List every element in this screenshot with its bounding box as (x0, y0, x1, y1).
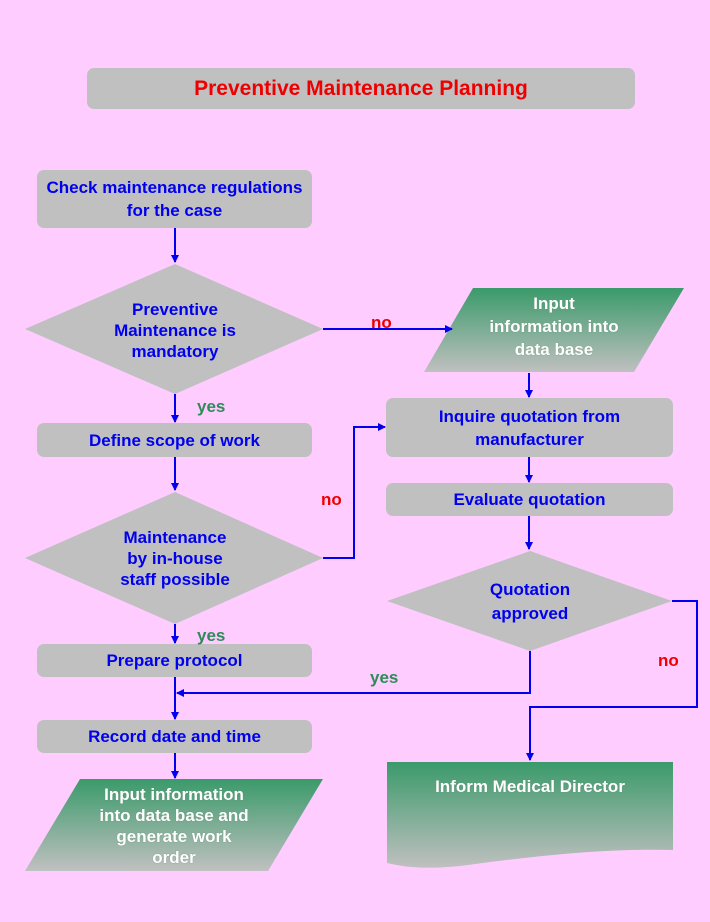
decision-line: Maintenance is (114, 321, 236, 340)
decision-line: Quotation (489, 580, 571, 599)
step-check-regulations: Check maintenance regulations for the ca… (37, 170, 312, 228)
decision-line: Maintenance (123, 528, 227, 547)
io-line: Input information (104, 785, 244, 804)
decision-pm-mandatory-text: Preventive Maintenance is mandatory (75, 299, 275, 362)
decision-inhouse-text: Maintenance by in-house staff possible (75, 527, 275, 590)
decision-quotation-approved-text: Quotation approved (430, 578, 630, 626)
decision-line: approved (491, 604, 569, 623)
branch-label-no: no (658, 651, 679, 670)
io-line: order (152, 848, 196, 867)
connector (323, 423, 386, 559)
decision-pm-mandatory-shape (25, 264, 323, 394)
io-generate-order-shape (25, 779, 323, 871)
io-line: data base (514, 340, 594, 359)
document-inform-director-text: Inform Medical Director (435, 777, 625, 796)
io-input-db-text: Input information into data base (454, 292, 654, 361)
io-line: Input (533, 294, 575, 313)
connector (176, 651, 531, 697)
step-inquire-quotation: Inquire quotation from manufacturer (386, 398, 673, 457)
step-inquire-quotation-line1: Inquire quotation from (438, 406, 621, 426)
decision-line: mandatory (131, 342, 219, 361)
decision-inhouse-shape (25, 492, 323, 624)
step-prepare-protocol: Prepare protocol (37, 644, 312, 677)
io-input-db-shape (424, 288, 684, 372)
decision-line: by in-house (127, 549, 223, 568)
io-line: information into (489, 317, 619, 336)
branch-label-yes: yes (197, 397, 226, 416)
step-inquire-quotation-line2: manufacturer (475, 429, 584, 449)
document-inform-director-shape (387, 762, 673, 868)
step-record-datetime: Record date and time (37, 720, 312, 753)
io-line: generate work (116, 827, 232, 846)
io-line: into data base and (99, 806, 249, 825)
step-evaluate-quotation: Evaluate quotation (386, 483, 673, 516)
branch-label-no: no (321, 490, 342, 509)
step-define-scope: Define scope of work (37, 423, 312, 457)
decision-line: Preventive (132, 300, 218, 319)
branch-label-yes: yes (197, 626, 226, 645)
decision-quotation-approved-shape (387, 551, 672, 651)
branch-label-no: no (371, 313, 392, 332)
connector (526, 600, 698, 761)
page-title: Preventive Maintenance Planning (87, 68, 635, 109)
decision-line: staff possible (120, 570, 230, 589)
branch-label-yes: yes (370, 668, 399, 687)
io-generate-order-text: Input information into data base and gen… (74, 784, 274, 868)
